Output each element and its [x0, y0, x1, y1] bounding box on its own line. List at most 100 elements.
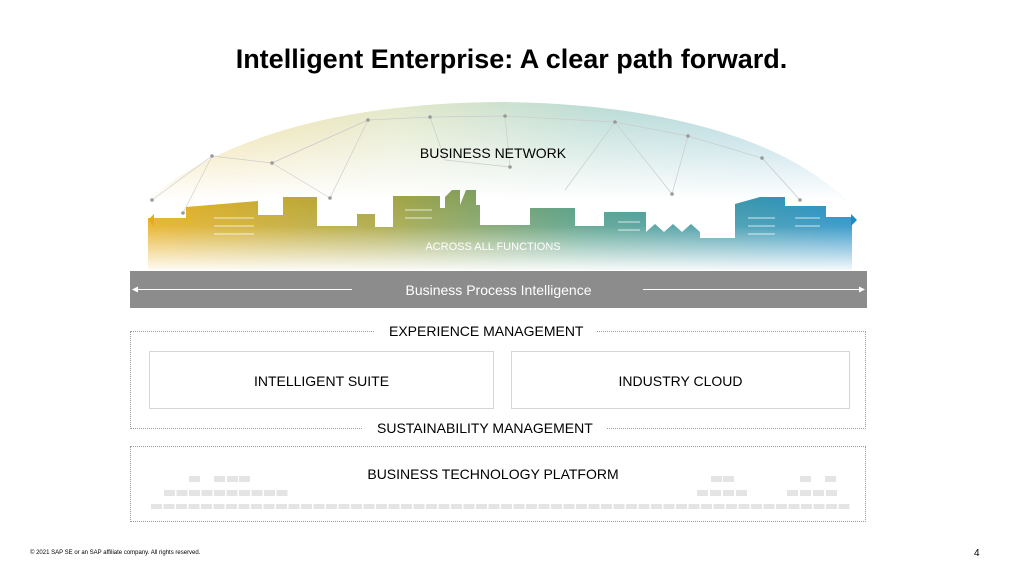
business-technology-platform-label: BUSINESS TECHNOLOGY PLATFORM [367, 466, 619, 482]
platform-block [188, 504, 200, 509]
platform-block [713, 504, 725, 509]
platform-block [376, 504, 387, 509]
platform-block [488, 504, 500, 509]
platform-block [151, 504, 162, 509]
platform-block [288, 504, 300, 509]
platform-block [463, 504, 475, 509]
page-number: 4 [974, 548, 980, 559]
platform-block [626, 504, 637, 509]
business-process-intelligence-bar: Business Process Intelligence [130, 271, 867, 308]
platform-block [736, 490, 747, 496]
platform-block [176, 490, 188, 496]
platform-block [726, 504, 737, 509]
platform-block [401, 504, 412, 509]
platform-block [751, 504, 762, 509]
platform-block [538, 504, 550, 509]
across-all-functions-label: ACROSS ALL FUNCTIONS [425, 241, 561, 253]
platform-block [326, 504, 337, 509]
platform-block [588, 504, 600, 509]
platform-block [476, 504, 487, 509]
platform-block [800, 490, 811, 496]
platform-block [801, 504, 812, 509]
platform-block [838, 504, 850, 509]
platform-block [787, 490, 798, 496]
business-technology-platform-box [130, 446, 866, 522]
platform-block [576, 504, 587, 509]
platform-block [551, 504, 562, 509]
platform-block [800, 476, 811, 482]
platform-block [813, 490, 824, 496]
platform-block [438, 504, 450, 509]
platform-block [227, 476, 238, 482]
platform-block [251, 504, 262, 509]
intelligent-suite-card: INTELLIGENT SUITE [149, 351, 494, 409]
platform-block [813, 504, 825, 509]
platform-block [451, 504, 462, 509]
platform-block [301, 504, 312, 509]
platform-block [638, 504, 650, 509]
bpi-label: Business Process Intelligence [405, 282, 592, 298]
platform-block [239, 490, 250, 496]
platform-block [738, 504, 750, 509]
platform-block [613, 504, 625, 509]
platform-block [663, 504, 675, 509]
platform-block [238, 504, 250, 509]
platform-block [413, 504, 425, 509]
platform-block [826, 504, 837, 509]
platform-block [226, 504, 237, 509]
network-nodes [150, 114, 802, 215]
platform-block [276, 490, 288, 496]
platform-block [201, 504, 212, 509]
platform-block [825, 476, 836, 482]
platform-block [763, 504, 775, 509]
platform-block [214, 490, 225, 496]
sustainability-management-label: SUSTAINABILITY MANAGEMENT [363, 420, 607, 436]
platform-block [276, 504, 287, 509]
platform-block [826, 490, 837, 496]
intelligent-suite-label: INTELLIGENT SUITE [253, 373, 390, 389]
experience-management-label: EXPERIENCE MANAGEMENT [375, 323, 598, 339]
bpi-arrows [132, 286, 865, 293]
industry-cloud-label: INDUSTRY CLOUD [618, 373, 743, 389]
platform-block [351, 504, 362, 509]
platform-block [710, 490, 721, 496]
network-dome [148, 102, 845, 200]
network-lines [151, 115, 801, 214]
platform-block [513, 504, 525, 509]
platform-block [213, 504, 225, 509]
platform-block [688, 504, 700, 509]
copyright-text: © 2021 SAP SE or an SAP affiliate compan… [30, 550, 201, 556]
platform-block [214, 476, 225, 482]
industry-cloud-card: INDUSTRY CLOUD [511, 351, 850, 409]
slide-title: Intelligent Enterprise: A clear path for… [235, 44, 788, 74]
platform-block [676, 504, 687, 509]
platform-block [788, 504, 800, 509]
platform-block [338, 504, 350, 509]
platform-block [313, 504, 325, 509]
platform-block [601, 504, 612, 509]
platform-block [226, 490, 238, 496]
platform-block [189, 476, 200, 482]
platform-block-pattern [151, 476, 850, 509]
platform-block [176, 504, 187, 509]
platform-block [723, 476, 734, 482]
platform-block [251, 490, 263, 496]
platform-block [563, 504, 575, 509]
platform-block [651, 504, 662, 509]
platform-block [723, 490, 734, 496]
platform-block [201, 490, 213, 496]
platform-block [711, 476, 722, 482]
platform-block [264, 490, 275, 496]
platform-block [239, 476, 250, 482]
platform-block [526, 504, 537, 509]
platform-block [776, 504, 787, 509]
platform-block [163, 504, 175, 509]
platform-block [363, 504, 375, 509]
platform-block [263, 504, 275, 509]
business-network-label: BUSINESS NETWORK [419, 145, 567, 161]
platform-block [501, 504, 512, 509]
city-skyline [148, 190, 857, 270]
platform-block [388, 504, 400, 509]
platform-block [701, 504, 712, 509]
